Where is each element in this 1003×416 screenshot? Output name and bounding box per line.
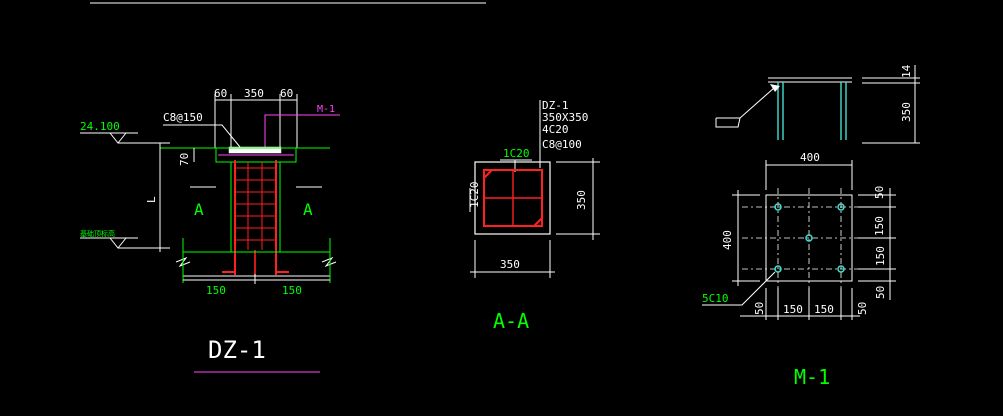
m1-anchor-bolts [774,203,845,273]
section-aa: DZ-1 350X350 4C20 C8@100 1C20 1C20 350 3… [468,99,600,333]
dz1-elev-bottom: 基础顶标高 [80,229,115,238]
m1-plate-detail: 14 350 400 400 [702,64,920,389]
aa-leader-line-4: C8@100 [542,138,582,151]
dz1-section-mark-left: A [194,200,204,219]
aa-leader-line-3: 4C20 [542,123,569,136]
aa-column-outline [474,161,551,235]
m1-bolt-label: 5C10 [702,292,729,305]
m1-right-dim-4: 50 [874,286,887,299]
m1-right-dim-3: 150 [874,246,887,266]
dz1-elev-top: 24.100 [80,120,120,133]
m1-width-dim: 400 [800,151,820,164]
m1-bottom-dim-1: 50 [753,302,766,315]
aa-title: A-A [493,309,529,333]
dz1-dim-top-right: 60 [280,87,293,100]
dz1-dim-L: L [145,196,158,203]
dz1-dim-top-mid: 350 [244,87,264,100]
m1-bottom-dim-4: 50 [856,302,869,315]
m1-title: M-1 [794,365,830,389]
aa-left-bar-label: 1C20 [468,182,481,209]
m1-bottom-dim-3: 150 [814,303,834,316]
aa-top-bar-label: 1C20 [503,147,530,160]
m1-dim-anchor-length: 350 [900,102,913,122]
dz1-dim-top-left: 60 [214,87,227,100]
aa-leader-line-2: 350X350 [542,111,588,124]
dz1-rebar-label: C8@150 [163,111,203,124]
m1-height-dim: 400 [721,230,734,250]
m1-bottom-dim-2: 150 [783,303,803,316]
dz1-section-mark-right: A [303,200,313,219]
dz1-dim-70: 70 [178,153,191,166]
dz1-rebar-cage [222,160,289,275]
dz1-title: DZ-1 [208,336,266,364]
dz1-dim-bottom-right: 150 [282,284,302,297]
dz1-embed-plate [228,146,282,154]
dz1-plate-ref: M-1 [317,104,335,115]
m1-right-dim-2: 150 [873,216,886,236]
aa-leader-line-1: DZ-1 [542,99,569,112]
aa-dim-right: 350 [575,190,588,210]
m1-dim-thickness: 14 [900,64,913,78]
aa-dim-bottom: 350 [500,258,520,271]
dz1-dim-bottom-left: 150 [206,284,226,297]
dz1-elevation: 60 350 60 C8@150 M-1 [80,87,340,373]
m1-right-dim-1: 50 [873,186,886,199]
